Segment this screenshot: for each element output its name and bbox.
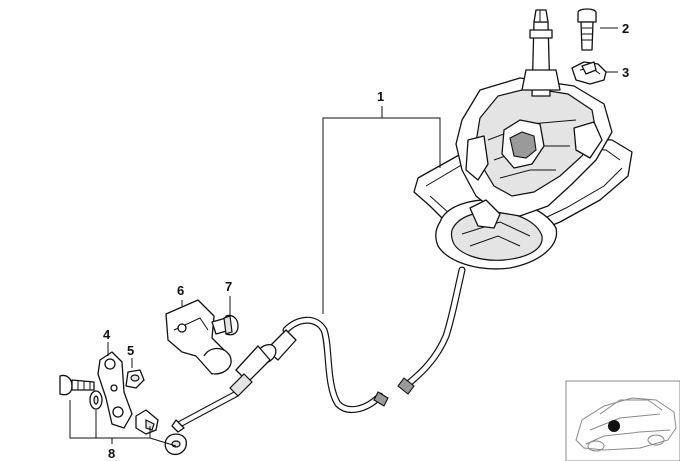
- lever-bolt-set: [59, 374, 187, 456]
- leader-lines: [69, 27, 618, 447]
- screw: [577, 8, 597, 51]
- hex-nut: [125, 369, 145, 389]
- callout-numbers: 1 2 3 4 5 6 7 8: [103, 21, 629, 461]
- callout-2: 2: [622, 21, 629, 36]
- callout-5: 5: [127, 343, 134, 358]
- callout-3: 3: [622, 65, 629, 80]
- callout-6: 6: [177, 283, 184, 298]
- gear-shifter-assembly: [413, 9, 633, 270]
- shift-cable: [171, 266, 466, 433]
- selector-lever: [97, 351, 133, 429]
- vehicle-location-icon: [565, 380, 680, 461]
- callout-1: 1: [377, 89, 384, 104]
- location-dot-icon: [608, 420, 620, 432]
- retaining-clip: [571, 61, 607, 85]
- cable-bracket: [165, 299, 232, 375]
- bracket-bolt: [211, 314, 239, 336]
- callout-8: 8: [108, 446, 115, 461]
- callout-7: 7: [225, 279, 232, 294]
- callout-4: 4: [103, 327, 111, 342]
